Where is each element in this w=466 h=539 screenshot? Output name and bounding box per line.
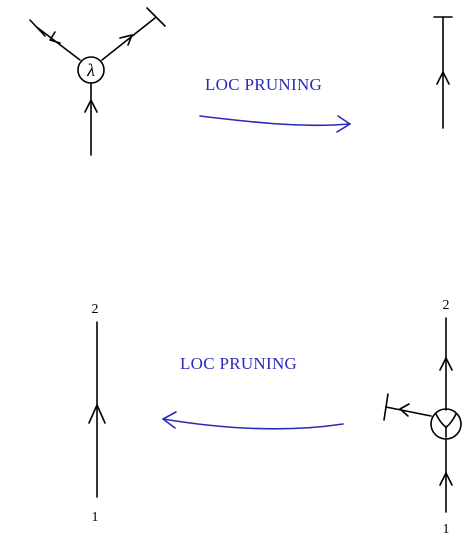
left-termination-bar	[29, 19, 46, 37]
right-termination-bar	[146, 7, 166, 27]
bottom-pruning-arrow: LOC PRUNING	[162, 354, 344, 430]
result-edge-arrowhead	[88, 404, 106, 424]
fanout-symbol-arms	[435, 413, 457, 428]
lambda-left-edge	[37, 27, 81, 61]
right-bottom-label: 1	[443, 522, 450, 537]
output-edge-arrowhead	[439, 357, 453, 371]
bottom-arrow-label: LOC PRUNING	[180, 354, 297, 373]
pruned-edge-top	[433, 16, 453, 129]
top-pruning-arrow: LOC PRUNING	[199, 75, 351, 133]
input-edge-arrowhead	[84, 99, 98, 113]
fanout-side-edge	[385, 406, 432, 417]
left-edge-arrowhead	[49, 31, 61, 44]
left-top-label: 2	[92, 302, 99, 317]
fanout-graph: 2 1	[383, 298, 462, 537]
side-edge-arrowhead	[399, 403, 410, 417]
lambda-right-edge	[101, 17, 156, 61]
right-top-label: 2	[443, 298, 450, 313]
bottom-arrow-head	[162, 411, 177, 429]
top-arrow-shaft	[199, 115, 351, 127]
right-edge-arrowhead	[119, 34, 133, 46]
top-arrow-head	[336, 115, 351, 133]
lambda-symbol: λ	[86, 60, 95, 80]
top-arrow-label: LOC PRUNING	[205, 75, 322, 94]
side-termination-bar	[383, 393, 389, 421]
lambda-graph: λ	[29, 7, 166, 156]
bottom-arrow-shaft	[162, 418, 344, 430]
pruned-edge-arrowhead	[436, 71, 450, 85]
left-bottom-label: 1	[92, 510, 99, 525]
result-edge-bottom: 2 1	[88, 302, 106, 525]
input-edge-arrowhead-bottom	[439, 472, 453, 486]
